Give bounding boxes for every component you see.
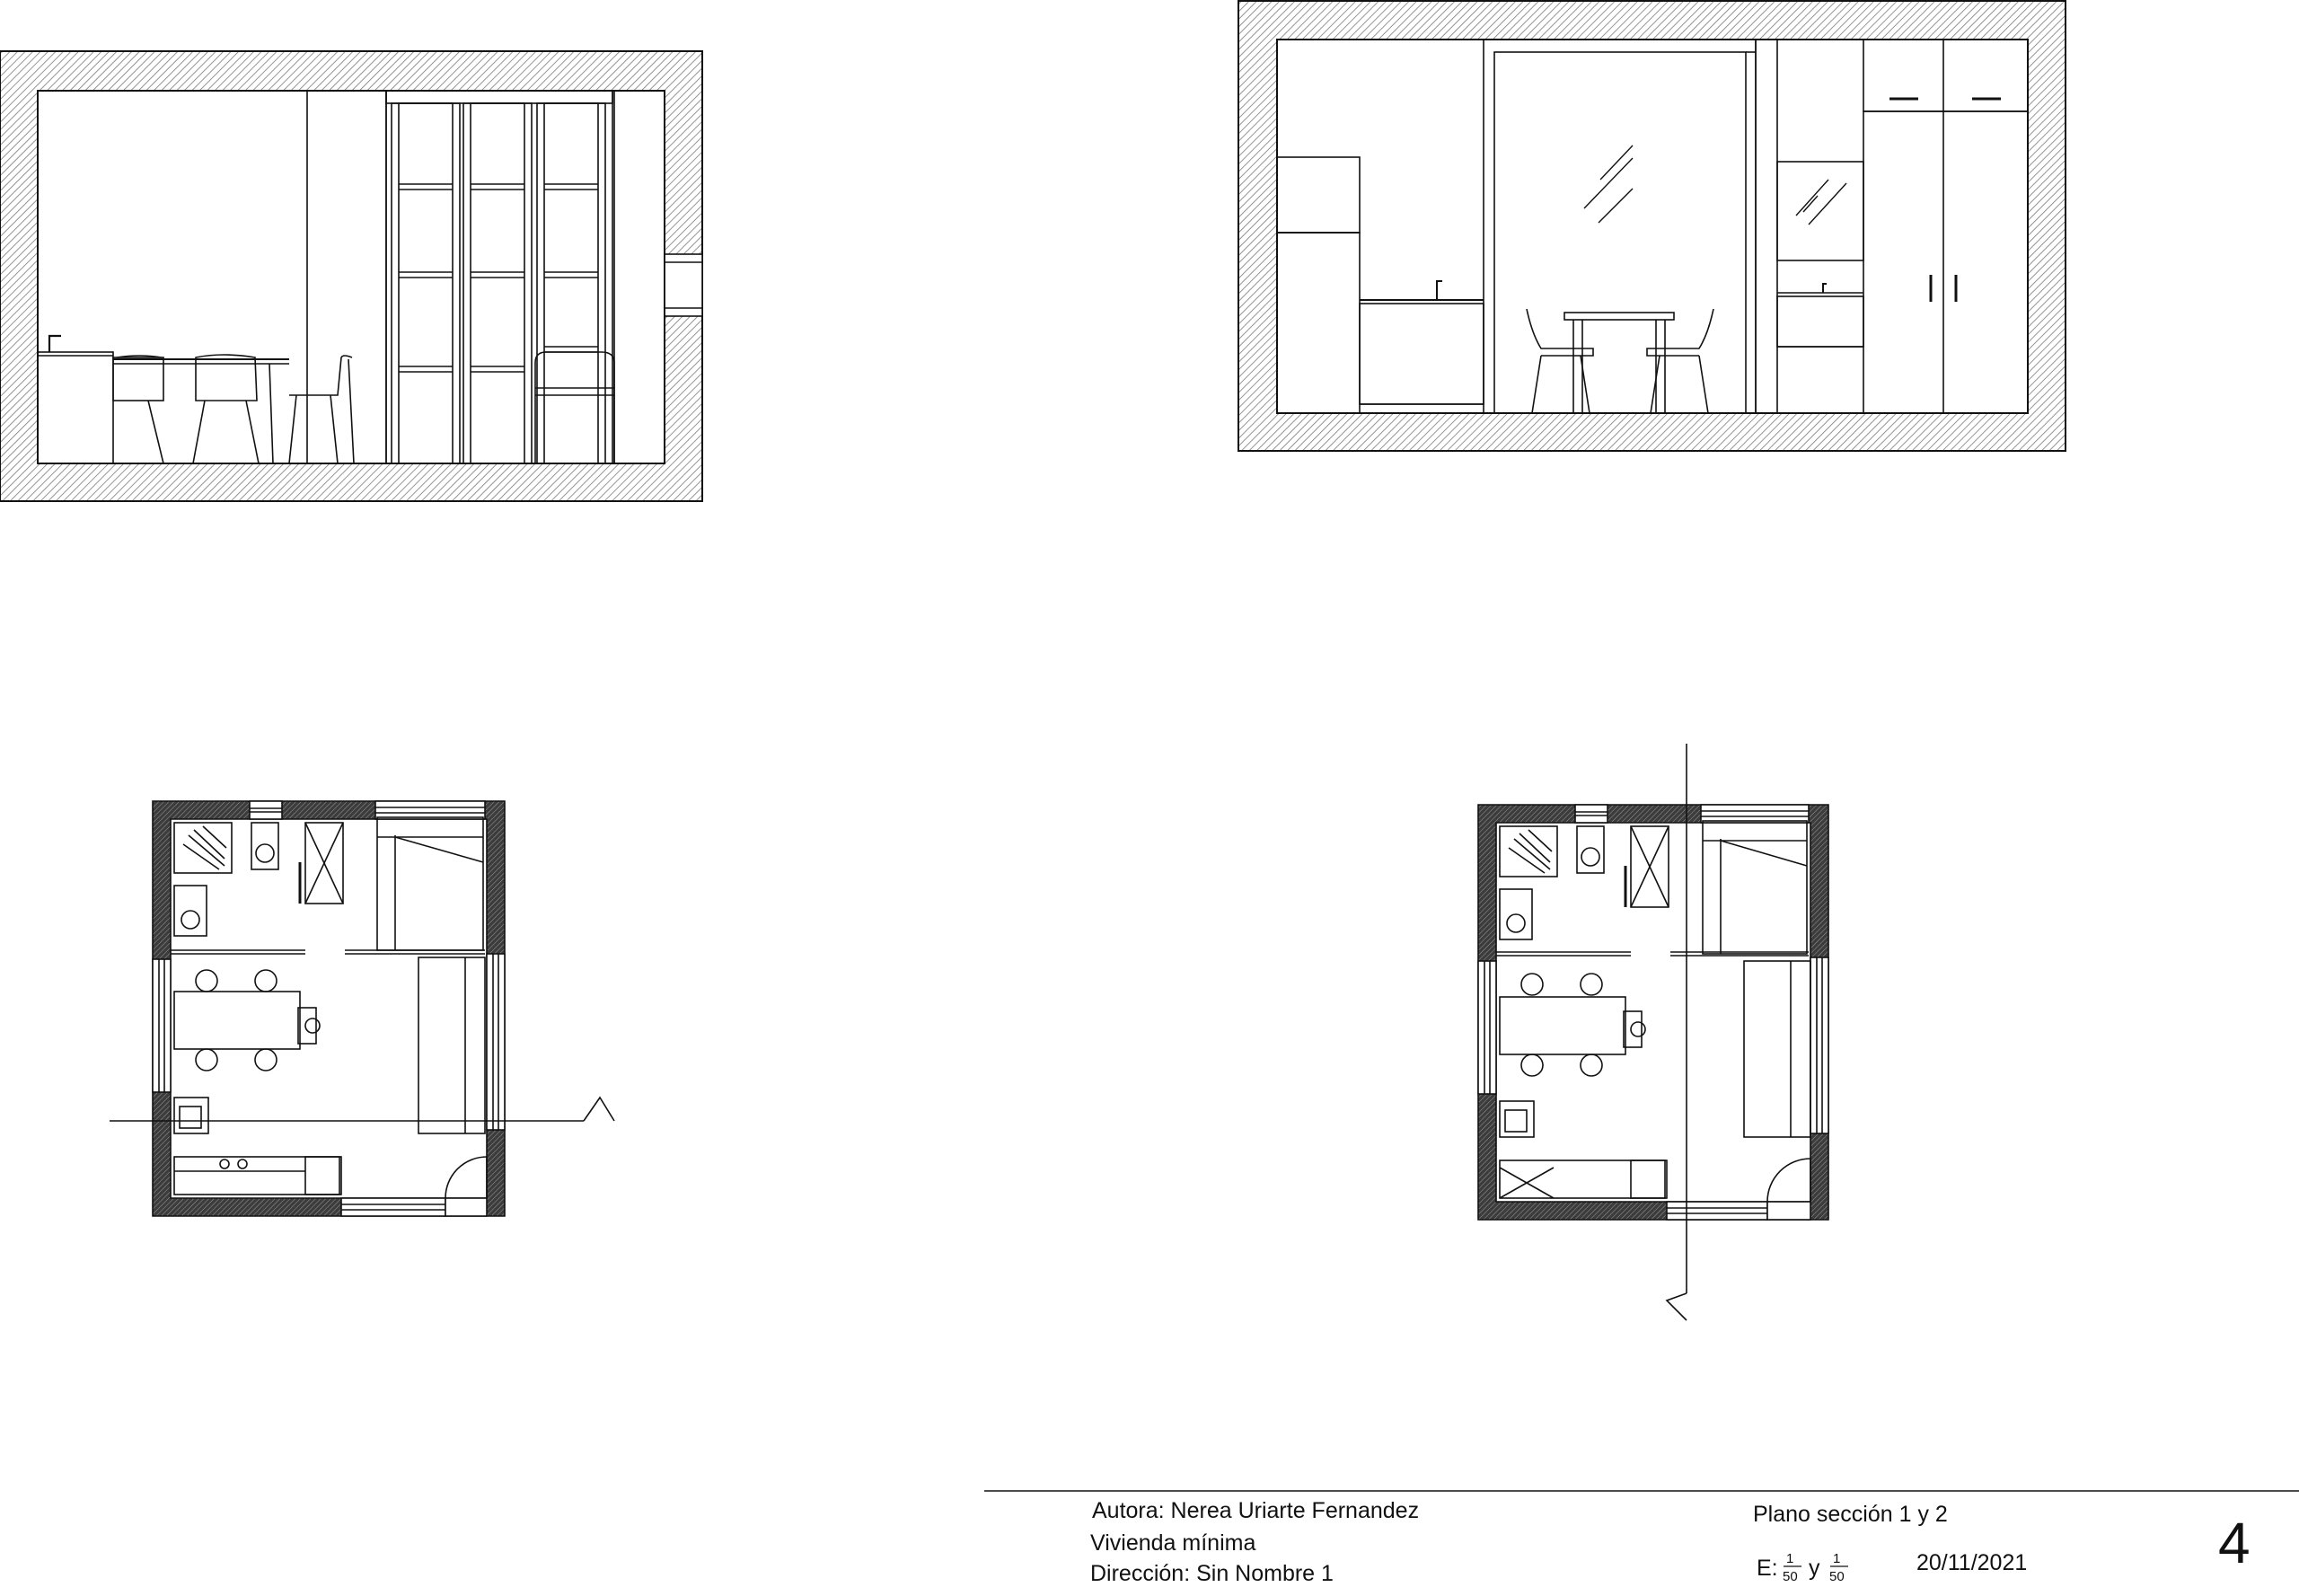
author-text: Autora: Nerea Uriarte Fernandez	[1092, 1498, 1419, 1523]
title-block: Autora: Nerea Uriarte Fernandez Vivienda…	[984, 1490, 2299, 1586]
date-text: 20/11/2021	[1916, 1550, 2027, 1575]
scale-denominator-2: 50	[1829, 1569, 1845, 1584]
scale-join: y	[1809, 1556, 1820, 1581]
scale-numerator-2: 1	[1833, 1551, 1840, 1566]
project-text: Vivienda mínima	[1090, 1530, 1255, 1556]
floor-plan-1	[110, 800, 615, 1217]
section-2-elevation	[1238, 0, 2066, 452]
scale-denominator-1: 50	[1783, 1569, 1798, 1584]
address-text: Dirección: Sin Nombre 1	[1090, 1561, 1334, 1586]
scale-numerator-1: 1	[1786, 1551, 1793, 1566]
sheet-number: 4	[2218, 1511, 2251, 1575]
floor-plan-2	[1477, 744, 1829, 1321]
scale-prefix: E:	[1757, 1556, 1778, 1581]
section-1-elevation	[0, 50, 703, 502]
sheet-title-text: Plano sección 1 y 2	[1753, 1502, 1948, 1527]
